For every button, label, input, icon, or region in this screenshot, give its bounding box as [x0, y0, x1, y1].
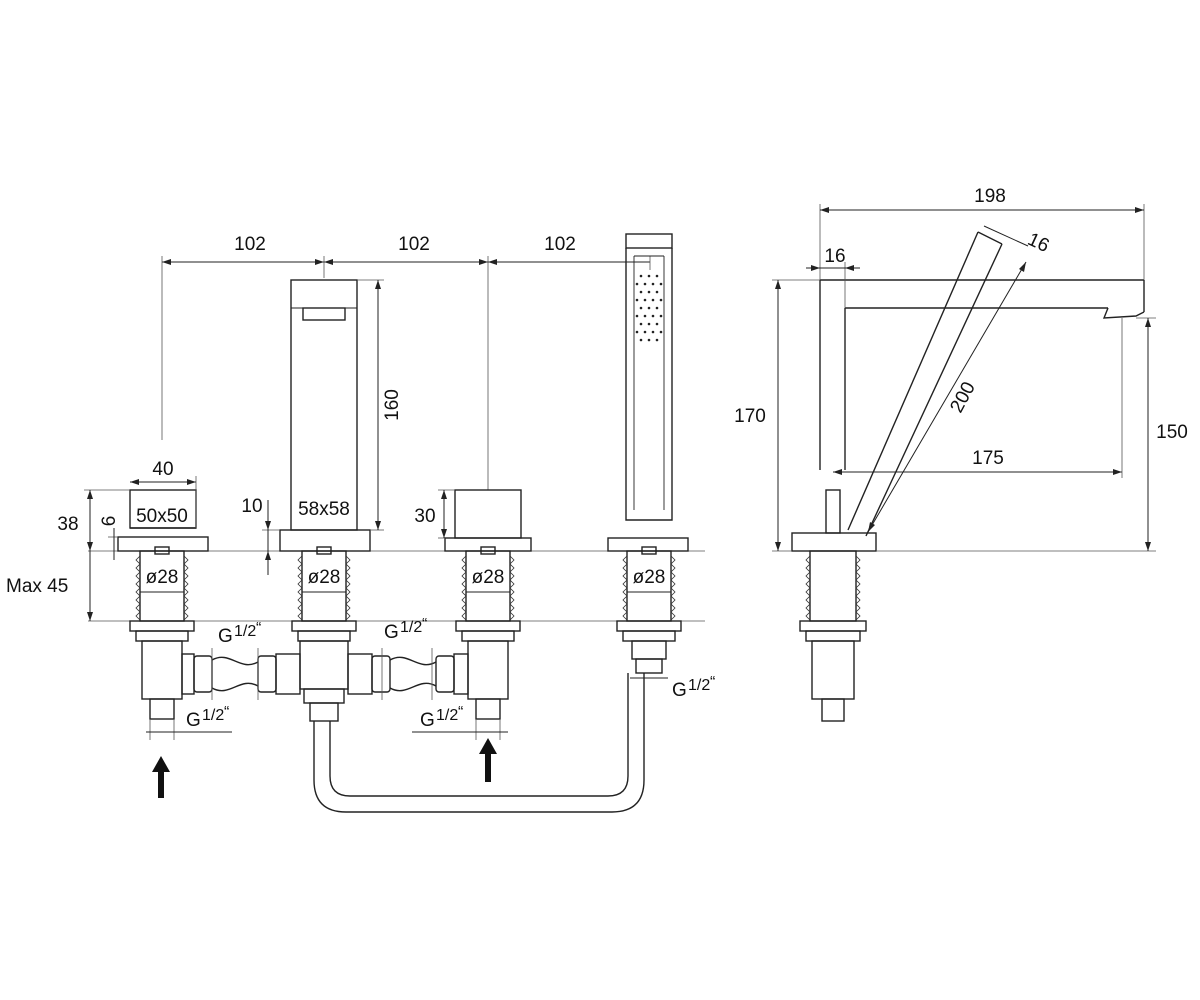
svg-text:“: “ [458, 704, 463, 721]
plate-size-spout-label: 58x58 [298, 499, 350, 520]
svg-text:1/2: 1/2 [234, 623, 256, 640]
spout-height-label: 160 [382, 389, 403, 421]
side-height-label: 170 [734, 406, 766, 427]
thread-label-2: G 1/2 “ [384, 616, 427, 643]
hand-shower [607, 233, 689, 674]
right-handle [444, 489, 532, 740]
thread-label-1: G 1/2 “ [218, 620, 261, 647]
bore-label-4: ø28 [633, 567, 666, 588]
spacing-label-2: 102 [398, 234, 430, 255]
svg-text:“: “ [224, 704, 229, 721]
svg-text:“: “ [422, 616, 427, 633]
side-reach-label: 175 [972, 448, 1004, 469]
top-dimension-chain: 102 102 102 [161, 234, 651, 490]
bore-label-2: ø28 [308, 567, 341, 588]
thread-label-3: G 1/2 “ [186, 704, 229, 731]
svg-text:G: G [420, 710, 435, 731]
svg-text:1/2: 1/2 [202, 707, 224, 724]
gap-10-label: 10 [241, 496, 262, 517]
svg-text:1/2: 1/2 [400, 619, 422, 636]
svg-text:“: “ [256, 620, 261, 637]
front-view: 102 102 102 40 50x50 [6, 233, 715, 813]
handle-width-label: 40 [152, 459, 173, 480]
side-view: 198 16 16 200 170 150 175 [734, 186, 1188, 722]
thread-label-5: G 1/2 “ [672, 674, 715, 701]
plate-size-handle-label: 50x50 [136, 506, 188, 527]
arrow-up-icon [152, 756, 170, 798]
max-deck-label: Max 45 [6, 576, 68, 597]
bore-label-1: ø28 [146, 567, 179, 588]
thread-label-4: G 1/2 “ [420, 704, 463, 731]
spout [279, 279, 371, 722]
arrow-up-icon [479, 738, 497, 782]
side-outlet-height-label: 150 [1156, 422, 1188, 443]
left-handle [117, 489, 209, 740]
spacing-label-1: 102 [234, 234, 266, 255]
plate-thickness-label: 6 [99, 516, 120, 527]
side-arm-width-label: 16 [1024, 229, 1052, 257]
svg-text:G: G [186, 710, 201, 731]
svg-text:“: “ [710, 674, 715, 691]
spacing-label-3: 102 [544, 234, 576, 255]
deck-height-label: 38 [57, 514, 78, 535]
side-post-width-label: 16 [824, 246, 845, 267]
knob-height-label: 30 [414, 506, 435, 527]
bore-label-3: ø28 [472, 567, 505, 588]
svg-text:G: G [672, 680, 687, 701]
svg-text:G: G [218, 626, 233, 647]
svg-text:1/2: 1/2 [688, 677, 710, 694]
connector-hoses [181, 653, 645, 813]
shower-head-icon [635, 274, 663, 342]
side-arm-length-label: 200 [946, 378, 979, 416]
svg-text:1/2: 1/2 [436, 707, 458, 724]
side-total-length-label: 198 [974, 186, 1006, 207]
svg-text:G: G [384, 622, 399, 643]
